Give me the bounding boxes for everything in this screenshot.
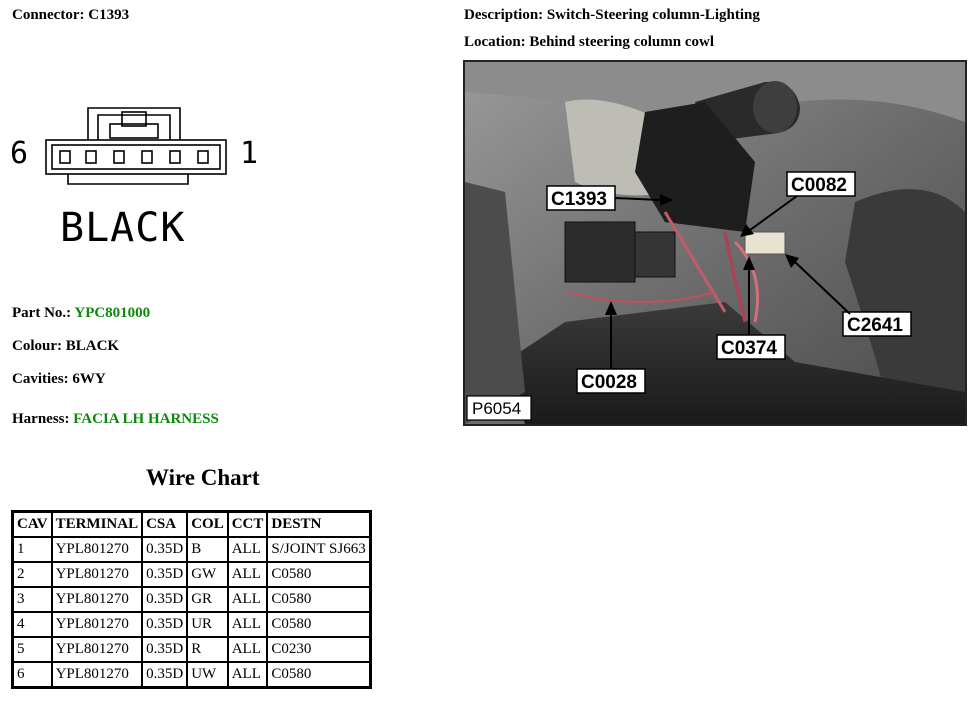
connector-face-diagram	[45, 107, 227, 185]
cell-destn: S/JOINT SJ663	[266, 536, 372, 563]
table-row: 2 YPL801270 0.35D GW ALL C0580	[11, 561, 372, 588]
cell-cct: ALL	[226, 661, 269, 689]
col-header-csa: CSA	[141, 510, 189, 538]
location-photo-drawing: C1393 C0082 C2641 C0374 C0028	[465, 62, 965, 424]
table-row: 4 YPL801270 0.35D UR ALL C0580	[11, 611, 372, 638]
col-header-terminal: TERMINAL	[50, 510, 144, 538]
cell-csa: 0.35D	[141, 536, 189, 563]
cell-cav: 4	[11, 611, 53, 638]
location-value: Behind steering column cowl	[529, 34, 715, 50]
connector-value: C1393	[88, 7, 130, 23]
colour-line: Colour: BLACK	[12, 338, 119, 355]
part-no-label: Part No.:	[12, 305, 72, 321]
cell-cct: ALL	[226, 561, 269, 588]
cell-csa: 0.35D	[141, 561, 189, 588]
table-row: 3 YPL801270 0.35D GR ALL C0580	[11, 586, 372, 613]
connector-line: Connector: C1393	[12, 7, 129, 24]
cell-csa: 0.35D	[141, 611, 189, 638]
cell-terminal: YPL801270	[50, 636, 144, 663]
cell-terminal: YPL801270	[50, 561, 144, 588]
col-header-cav: CAV	[11, 510, 53, 538]
cell-cav: 5	[11, 636, 53, 663]
location-label: Location:	[464, 34, 526, 50]
callout-c0082: C0082	[740, 171, 856, 237]
cell-cav: 3	[11, 586, 53, 613]
location-photo: C1393 C0082 C2641 C0374 C0028	[463, 60, 967, 426]
col-header-col: COL	[186, 510, 229, 538]
wire-chart-title: Wire Chart	[146, 465, 260, 490]
part-no-line: Part No.: YPC801000	[12, 305, 150, 322]
cavities-label: Cavities:	[12, 371, 69, 387]
harness-label: Harness:	[12, 411, 70, 427]
cell-cav: 2	[11, 561, 53, 588]
colour-label: Colour:	[12, 338, 62, 354]
callout-c0082-text: C0082	[791, 175, 847, 196]
harness-value[interactable]: FACIA LH HARNESS	[73, 411, 219, 427]
callout-c0028: C0028	[576, 301, 646, 394]
callout-c2641: C2641	[785, 254, 912, 337]
cell-destn: C0580	[266, 661, 372, 689]
cell-destn: C0580	[266, 561, 372, 588]
cell-destn: C0230	[266, 636, 372, 663]
table-row: 5 YPL801270 0.35D R ALL C0230	[11, 636, 372, 663]
cavities-line: Cavities: 6WY	[12, 371, 106, 388]
cell-col: GR	[186, 586, 229, 613]
cell-csa: 0.35D	[141, 586, 189, 613]
description-value: Switch-Steering column-Lighting	[546, 7, 760, 23]
part-no-value[interactable]: YPC801000	[74, 305, 151, 321]
cell-col: GW	[186, 561, 229, 588]
cell-destn: C0580	[266, 611, 372, 638]
wire-chart-header-row: CAV TERMINAL CSA COL CCT DESTN	[11, 510, 372, 538]
cell-cct: ALL	[226, 586, 269, 613]
cell-csa: 0.35D	[141, 661, 189, 689]
cell-terminal: YPL801270	[50, 661, 144, 689]
cell-terminal: YPL801270	[50, 586, 144, 613]
wire-chart-table: CAV TERMINAL CSA COL CCT DESTN 1 YPL8012…	[11, 510, 372, 689]
cavities-value: 6WY	[72, 371, 106, 387]
colour-value: BLACK	[65, 338, 120, 354]
figure-id-box: P6054	[466, 395, 532, 421]
callout-c1393-text: C1393	[551, 189, 607, 210]
cell-cav: 6	[11, 661, 53, 689]
connector-label: Connector:	[12, 7, 85, 23]
pin-right-number: 1	[240, 136, 259, 171]
cell-cct: ALL	[226, 611, 269, 638]
callout-c0028-text: C0028	[581, 372, 637, 393]
cell-destn: C0580	[266, 586, 372, 613]
cell-col: UW	[186, 661, 229, 689]
description-label: Description:	[464, 7, 544, 23]
table-row: 1 YPL801270 0.35D B ALL S/JOINT SJ663	[11, 536, 372, 563]
callout-c1393: C1393	[546, 185, 673, 211]
cell-cct: ALL	[226, 636, 269, 663]
cell-csa: 0.35D	[141, 636, 189, 663]
callout-c2641-text: C2641	[847, 315, 903, 336]
cell-terminal: YPL801270	[50, 536, 144, 563]
col-header-destn: DESTN	[266, 510, 372, 538]
col-header-cct: CCT	[226, 510, 269, 538]
description-line: Description: Switch-Steering column-Ligh…	[464, 7, 760, 24]
cell-terminal: YPL801270	[50, 611, 144, 638]
callout-c0374: C0374	[716, 256, 786, 360]
table-row: 6 YPL801270 0.35D UW ALL C0580	[11, 661, 372, 689]
cell-col: R	[186, 636, 229, 663]
callout-c0374-text: C0374	[721, 338, 777, 359]
cell-col: UR	[186, 611, 229, 638]
cell-col: B	[186, 536, 229, 563]
pin-left-number: 6	[10, 136, 29, 171]
harness-line: Harness: FACIA LH HARNESS	[12, 411, 219, 428]
figure-id-text: P6054	[472, 399, 521, 418]
location-line: Location: Behind steering column cowl	[464, 34, 714, 51]
cell-cct: ALL	[226, 536, 269, 563]
cell-cav: 1	[11, 536, 53, 563]
connector-colour-text: BLACK	[60, 205, 186, 251]
